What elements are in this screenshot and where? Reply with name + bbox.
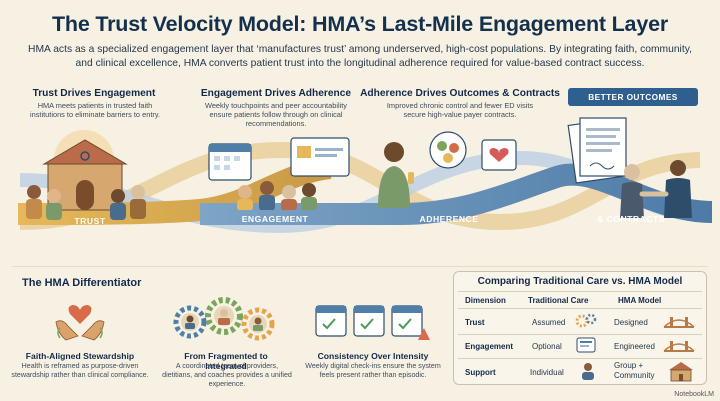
ribbon-label-adherence: ADHERENCE [419, 214, 479, 224]
adherence-illustration [378, 131, 517, 208]
row-engagement-dimension: Engagement [465, 342, 514, 351]
ribbon-label-engagement: ENGAGEMENT [241, 214, 309, 224]
person-icon [582, 363, 594, 380]
col-header-traditional: Traditional Care [528, 296, 589, 305]
document-icon [576, 337, 596, 353]
card-desc-integrated: A coordinated team of providers, dietiti… [162, 362, 292, 388]
comparison-title: Comparing Traditional Care vs. HMA Model [477, 276, 683, 287]
ribbon-label-trust: TRUST [74, 216, 106, 226]
outcomes-badge: BETTER OUTCOMES [568, 88, 698, 106]
bridge-icon [663, 341, 695, 352]
row-trust-hma: Designed [614, 318, 648, 327]
card-desc-faith: Health is reframed as purpose-driven ste… [11, 362, 149, 379]
card-title-consistency: Consistency Over Intensity [317, 351, 429, 361]
card-title-integrated: From Fragmented to Integrated [184, 351, 268, 371]
gears-icon [575, 313, 597, 328]
gears-team-icon [173, 297, 275, 341]
card-desc-consistency: Weekly digital check-ins ensure the syst… [305, 362, 441, 379]
table-divider [458, 308, 702, 309]
row-support-dimension: Support [465, 368, 496, 377]
stage-desc-engagement: Weekly touchpoints and peer accountabili… [204, 101, 347, 129]
contracts-handshake-illustration [567, 117, 692, 218]
col-header-hma: HMA Model [618, 296, 662, 305]
engagement-group-illustration [208, 137, 350, 210]
row-engagement-traditional: Optional [532, 342, 562, 351]
ribbon-label-contracts: & CONTRACTS [596, 214, 666, 224]
row-support-traditional: Individual [530, 368, 564, 377]
bridge-icon [663, 317, 695, 328]
notebooklm-watermark: NotebookLM [674, 391, 714, 398]
table-divider [458, 358, 702, 359]
stage-heading-trust: Trust Drives Engagement [32, 88, 156, 99]
heart-hands-icon [55, 305, 105, 341]
stage-desc-adherence: Improved chronic control and fewer ED vi… [386, 101, 534, 120]
stage-heading-engagement: Engagement Drives Adherence [200, 88, 352, 99]
col-header-dimension: Dimension [465, 296, 506, 305]
differentiator-title: The HMA Differentiator [22, 277, 142, 289]
table-divider [458, 334, 702, 335]
row-engagement-hma: Engineered [614, 342, 655, 351]
community-building-icon [669, 362, 693, 382]
stage-desc-trust: HMA meets patients in trusted faith inst… [29, 101, 161, 120]
section-divider [12, 266, 708, 267]
row-trust-dimension: Trust [465, 318, 485, 327]
stage-heading-adherence: Adherence Drives Outcomes & Contracts [360, 88, 560, 99]
row-support-hma: Group + Community [614, 361, 655, 380]
row-trust-traditional: Assumed [532, 318, 566, 327]
page-title: The Trust Velocity Model: HMA’s Last-Mil… [51, 12, 668, 36]
calendars-icon [315, 305, 430, 340]
card-title-faith: Faith-Aligned Stewardship [25, 351, 135, 361]
table-divider [458, 291, 702, 292]
mosque-community-illustration [26, 130, 146, 220]
intro-text: HMA acts as a specialized engagement lay… [28, 44, 692, 69]
